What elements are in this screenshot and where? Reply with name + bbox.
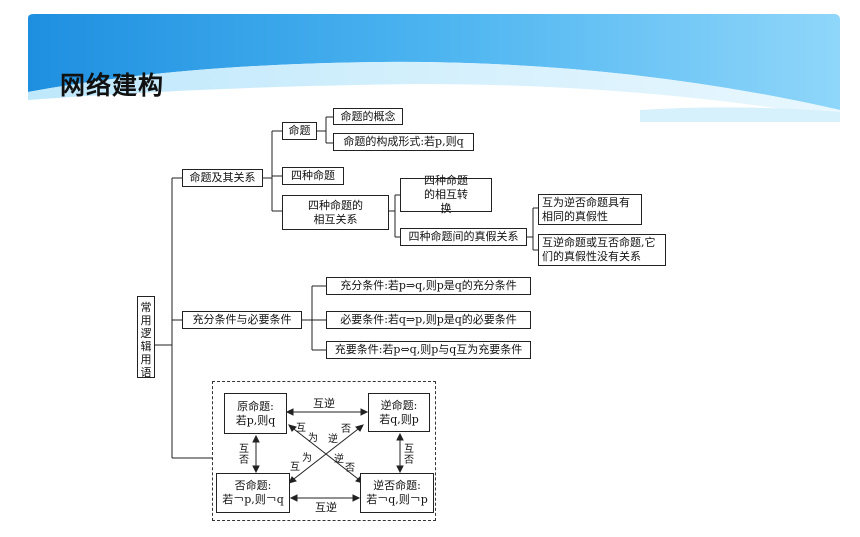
node-conditions: 充分条件与必要条件: [182, 311, 302, 329]
node-four-relation: 四种命题的相互关系: [282, 195, 389, 230]
root-node: 常用逻辑用语: [137, 296, 155, 379]
node-four-convert: 四种命题的相互转换: [400, 174, 492, 215]
node-converse: 逆命题: 若q,则p: [368, 393, 430, 432]
contra-title: 逆否命题:: [373, 479, 421, 492]
label-diag1-2: 为: [308, 433, 318, 444]
node-proposition-form: 命题的构成形式:若p,则q: [333, 133, 474, 151]
inverse-title: 否命题:: [234, 479, 272, 492]
converse-title: 逆命题:: [380, 398, 418, 412]
node-truth-none: 互逆命题或互否命题,它们的真假性没有关系: [538, 234, 666, 266]
root-char: 常: [140, 301, 152, 314]
root-char: 逻: [140, 327, 152, 340]
label-right-inverse-2: 否: [404, 455, 414, 466]
original-title: 原命题:: [237, 399, 274, 413]
header-banner: [28, 14, 840, 122]
node-contrapositive: 逆否命题: 若￢q,则￢p: [360, 473, 434, 513]
node-sufficient: 充分条件:若p⇒q,则p是q的充分条件: [326, 277, 531, 295]
node-truth-same: 互为逆否命题具有相同的真假性: [538, 194, 642, 225]
contra-body: 若￢q,则￢p: [366, 493, 428, 506]
node-proposition-concept: 命题的概念: [333, 108, 403, 125]
root-char: 用: [140, 314, 152, 327]
root-char: 语: [140, 366, 152, 379]
label-top-converse: 互逆: [313, 397, 335, 410]
slide-title: 网络建构: [60, 71, 165, 100]
label-diag1-4: 否: [345, 463, 355, 474]
node-four-propositions: 四种命题: [282, 167, 344, 185]
label-left-inverse-1: 互: [239, 444, 249, 455]
node-propositions: 命题及其关系: [182, 169, 263, 187]
root-char: 用: [140, 353, 152, 366]
label-diag2-3: 为: [302, 453, 312, 464]
node-necessary: 必要条件:若q⇒p,则p是q的必要条件: [326, 311, 531, 329]
converse-body: 若q,则p: [379, 412, 419, 426]
root-char: 辑: [140, 340, 152, 353]
label-diag1-3: 逆: [334, 454, 344, 465]
node-original: 原命题: 若p,则q: [224, 393, 287, 434]
node-proposition: 命题: [282, 122, 317, 140]
node-truth-relation: 四种命题间的真假关系: [400, 228, 527, 246]
original-body: 若p,则q: [235, 413, 276, 427]
label-diag2-1: 否: [341, 424, 351, 435]
four-propositions-square: [212, 381, 436, 521]
node-necessary-sufficient: 充要条件:若p⇔q,则p与q互为充要条件: [326, 341, 531, 359]
label-diag2-2: 逆: [328, 434, 338, 445]
label-diag1-1: 互: [296, 423, 306, 434]
inverse-body: 若￢p,则￢q: [222, 493, 284, 506]
node-inverse: 否命题: 若￢p,则￢q: [216, 473, 290, 513]
label-left-inverse-2: 否: [239, 455, 249, 466]
label-right-inverse-1: 互: [404, 444, 414, 455]
label-bottom-converse: 互逆: [315, 501, 337, 514]
label-diag2-4: 互: [290, 462, 300, 473]
